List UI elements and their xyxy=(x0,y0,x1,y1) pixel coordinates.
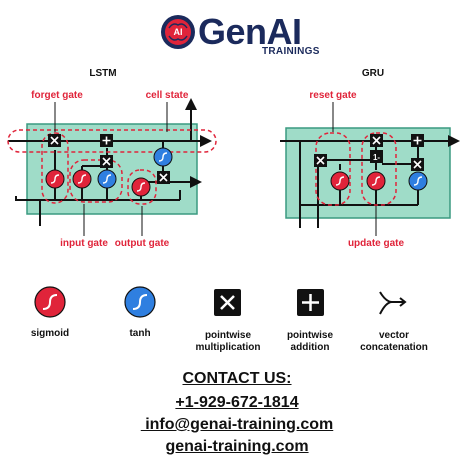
legend-add-icon xyxy=(297,289,324,316)
lstm-add-icon xyxy=(100,134,113,147)
lstm-cell-state-label: cell state xyxy=(146,90,189,101)
lstm-title: LSTM xyxy=(89,68,116,79)
brain-logo-icon: AI xyxy=(161,15,195,49)
lstm-input-sigmoid-icon xyxy=(72,169,92,189)
lstm-cell-tanh-icon xyxy=(153,147,173,167)
gru-multiply-icon-1 xyxy=(370,134,383,147)
svg-text:1-: 1- xyxy=(373,153,380,162)
gru-tanh-icon xyxy=(408,171,428,191)
lstm-forget-gate-label: forget gate xyxy=(31,90,83,101)
lstm-forget-sigmoid-icon xyxy=(45,169,65,189)
lstm-input-multiply-icon xyxy=(100,155,113,168)
logo-badge: AI xyxy=(174,27,183,37)
brand-name: GenAI xyxy=(198,11,302,52)
legend-multiply-icon xyxy=(214,289,241,316)
gru-add-icon xyxy=(411,134,424,147)
legend-tanh-icon xyxy=(124,286,156,318)
brand-header: AI GenAI TRAININGS xyxy=(0,0,474,60)
gru-title: GRU xyxy=(362,68,384,79)
contact-phone-link[interactable]: +1-929-672-1814 xyxy=(175,394,299,411)
lstm-input-highlight xyxy=(69,159,123,203)
gru-one-minus-icon: 1- xyxy=(370,150,383,163)
gru-multiply-icon-2 xyxy=(411,158,424,171)
lstm-output-sigmoid-icon xyxy=(131,177,151,197)
gru-reset-highlight xyxy=(315,132,351,206)
contact-email-link[interactable]: info@genai-training.com xyxy=(140,416,334,433)
lstm-output-multiply-icon xyxy=(157,171,170,184)
legend-sigmoid-icon xyxy=(34,286,66,318)
legend-concatenation-icon xyxy=(379,291,407,315)
gru-update-highlight xyxy=(361,132,397,206)
legend-sigmoid-label: sigmoid xyxy=(30,328,70,339)
lstm-forget-highlight xyxy=(41,132,69,204)
lstm-input-gate-label: input gate xyxy=(60,238,108,249)
contact-title: CONTACT US: xyxy=(182,370,292,387)
gru-reset-sigmoid-icon xyxy=(330,171,350,191)
gru-reset-multiply-icon xyxy=(314,154,327,167)
lstm-cell-state-highlight xyxy=(7,129,217,153)
gru-reset-gate-label: reset gate xyxy=(309,90,357,101)
brand-subtitle: TRAININGS xyxy=(262,46,320,57)
lstm-output-gate-label: output gate xyxy=(115,238,170,249)
lstm-forget-multiply-icon xyxy=(48,134,61,147)
lstm-output-highlight xyxy=(127,169,157,205)
lstm-input-tanh-icon xyxy=(97,169,117,189)
gru-update-sigmoid-icon xyxy=(366,171,386,191)
legend-tanh-label: tanh xyxy=(129,328,151,339)
gru-update-gate-label: update gate xyxy=(348,238,405,249)
contact-website-link[interactable]: genai-training.com xyxy=(165,438,309,455)
